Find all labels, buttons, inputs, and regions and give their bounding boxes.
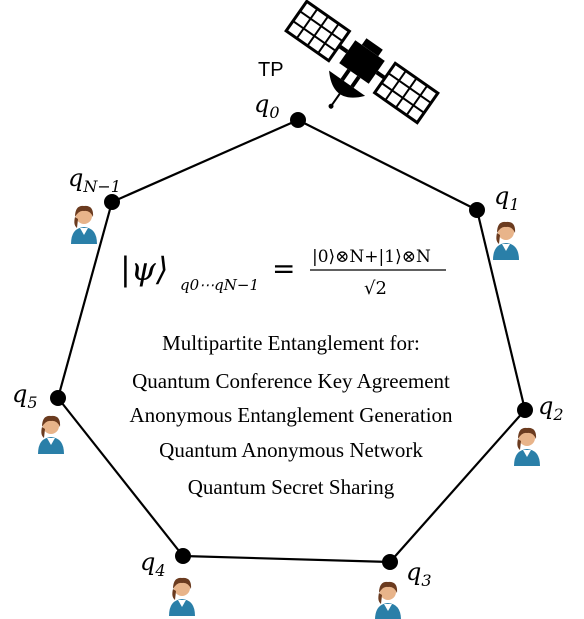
user-icon: [514, 427, 540, 466]
caption-line: Anonymous Entanglement Generation: [129, 403, 453, 427]
node-q2: [517, 402, 533, 418]
ghz-state-formula: |ψ⟩ q0⋯qN−1 = |0⟩⊗N+|1⟩⊗N √2: [120, 247, 446, 299]
user-icon: [38, 415, 64, 454]
formula-ket: |ψ⟩: [120, 250, 168, 288]
node-labels: q0 q1 q2 q3 q4 q5 qN−1: [12, 90, 564, 590]
formula-equals: =: [272, 252, 295, 285]
node-q0: [290, 112, 306, 128]
user-icon: [71, 205, 97, 244]
user-icon: [493, 221, 519, 260]
edge-q2-q3: [389, 409, 526, 563]
caption-line: Multipartite Entanglement for:: [162, 331, 420, 355]
label-q1: q1: [494, 182, 520, 214]
label-q0: q0: [254, 90, 280, 122]
ring-nodes: [50, 112, 533, 570]
label-q2: q2: [538, 392, 564, 424]
label-q5: q5: [12, 380, 38, 412]
tp-label: TP: [258, 59, 284, 81]
formula-denominator: √2: [364, 278, 387, 299]
caption-line: Quantum Secret Sharing: [188, 475, 395, 499]
edge-q4-q5: [57, 397, 184, 557]
satellite-icon: [284, 0, 440, 125]
caption-line: Quantum Anonymous Network: [159, 438, 423, 462]
user-icon: [375, 581, 401, 619]
user-icon: [169, 577, 195, 616]
node-qN-1: [104, 194, 120, 210]
formula-subscript: q0⋯qN−1: [180, 276, 259, 294]
caption-line: Quantum Conference Key Agreement: [132, 369, 450, 393]
node-q4: [175, 548, 191, 564]
label-q4: q4: [140, 548, 166, 580]
formula-numerator: |0⟩⊗N+|1⟩⊗N: [312, 247, 431, 267]
node-q1: [469, 202, 485, 218]
caption: Multipartite Entanglement for: Quantum C…: [129, 331, 453, 499]
edge-q3-q4: [182, 554, 391, 564]
label-q3: q3: [406, 558, 432, 590]
ring-edges: [56, 118, 527, 564]
edge-qN-1-q0: [111, 118, 299, 204]
edge-q0-q1: [297, 119, 478, 211]
edge-q1-q2: [475, 209, 527, 411]
edge-q5-qN-1: [56, 201, 114, 399]
label-qN-1: qN−1: [68, 164, 121, 196]
node-q3: [382, 554, 398, 570]
node-q5: [50, 390, 66, 406]
